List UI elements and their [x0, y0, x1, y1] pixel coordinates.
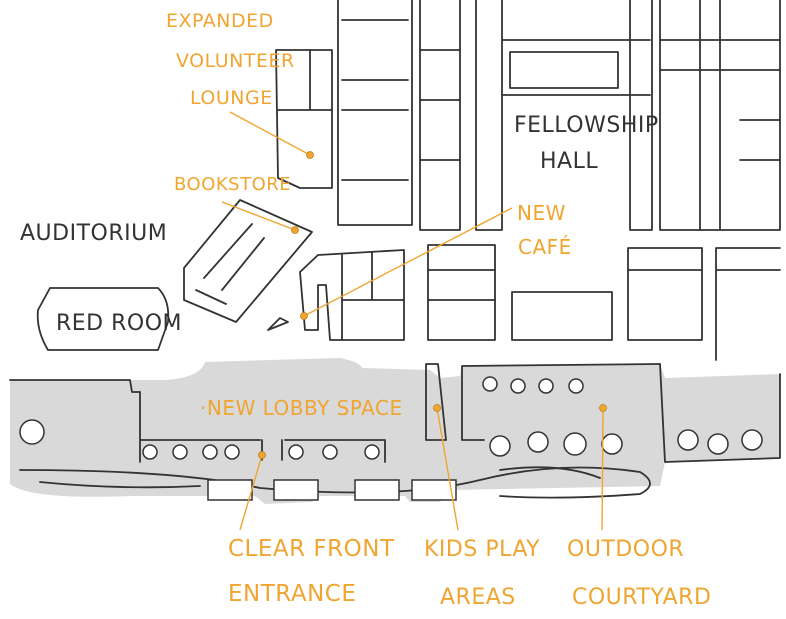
shrub: [172, 444, 188, 460]
label-bookstore: BOOKSTORE: [174, 174, 291, 195]
shrubs: [19, 376, 763, 501]
shrub: [489, 435, 511, 457]
planter: [411, 479, 457, 501]
label-new-lobby: ·NEW LOBBY SPACE: [200, 396, 403, 420]
shrub: [142, 444, 158, 460]
shrub: [322, 444, 338, 460]
room-labels: FELLOWSHIP HALL AUDITORIUM RED ROOM: [20, 113, 659, 336]
label-new-cafe-line2: CAFÉ: [518, 235, 572, 259]
shrub: [482, 376, 498, 392]
shrub: [568, 378, 584, 394]
shrub: [224, 444, 240, 460]
shrub: [538, 378, 554, 394]
label-courtyard-line2: COURTYARD: [572, 585, 711, 610]
shrub: [364, 444, 380, 460]
planter: [273, 479, 319, 501]
shrub: [741, 429, 763, 451]
label-front-entrance-line1: CLEAR FRONT: [228, 536, 395, 562]
shrub: [707, 433, 729, 455]
shrub: [288, 444, 304, 460]
planter: [354, 479, 400, 501]
label-auditorium: AUDITORIUM: [20, 221, 167, 246]
label-fellowship-hall-line1: FELLOWSHIP: [514, 113, 659, 138]
callout-labels: EXPANDED VOLUNTEER LOUNGE BOOKSTORE NEW …: [166, 10, 711, 610]
label-volunteer-lounge-line3: LOUNGE: [190, 87, 273, 109]
label-front-entrance-line2: ENTRANCE: [228, 581, 356, 607]
shrub: [563, 432, 587, 456]
label-courtyard-line1: OUTDOOR: [567, 537, 684, 562]
label-new-cafe-line1: NEW: [517, 201, 566, 225]
shrub: [677, 429, 699, 451]
shrub: [202, 444, 218, 460]
label-fellowship-hall-line2: HALL: [540, 149, 598, 174]
label-kids-play-line2: AREAS: [440, 585, 516, 610]
shrub: [527, 431, 549, 453]
label-volunteer-lounge-line1: EXPANDED: [166, 10, 274, 32]
shrub: [19, 419, 45, 445]
shrub: [601, 433, 623, 455]
shrub: [510, 378, 526, 394]
label-kids-play-line1: KIDS PLAY: [424, 537, 540, 562]
building-walls: [9, 0, 781, 499]
label-red-room: RED ROOM: [56, 311, 182, 336]
annotation-leaders: [221, 111, 607, 531]
planter: [207, 479, 253, 501]
label-volunteer-lounge-line2: VOLUNTEER: [176, 50, 295, 72]
